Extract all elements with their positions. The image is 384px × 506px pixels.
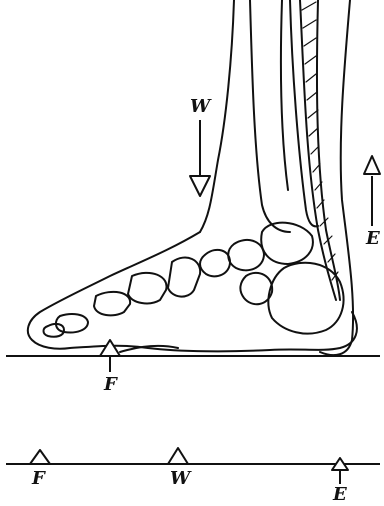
weight-triangle <box>168 448 188 464</box>
weight-arrow-head <box>190 176 210 196</box>
weight-label-bottom: W <box>170 470 190 488</box>
calcaneus-bone <box>268 263 343 334</box>
effort-label-bottom: E <box>333 486 347 504</box>
tibia-bone <box>250 0 290 232</box>
effort-arrow-head <box>364 156 380 174</box>
fulcrum-triangle <box>30 450 50 464</box>
talus-bone <box>261 223 313 264</box>
navicular-bone <box>228 240 264 270</box>
fulcrum-label-top: F <box>104 376 117 394</box>
effort-label-top: E <box>366 230 380 248</box>
fulcrum-label-bottom: F <box>32 470 45 488</box>
weight-label-top: W <box>190 98 210 116</box>
cuneiform-bone <box>200 250 230 277</box>
leg-back-outline <box>320 0 353 355</box>
fulcrum-arrow-head <box>100 340 120 356</box>
phalanx-bone <box>56 314 88 333</box>
metatarsal-bone <box>168 258 200 297</box>
cuboid-bone <box>240 273 272 304</box>
